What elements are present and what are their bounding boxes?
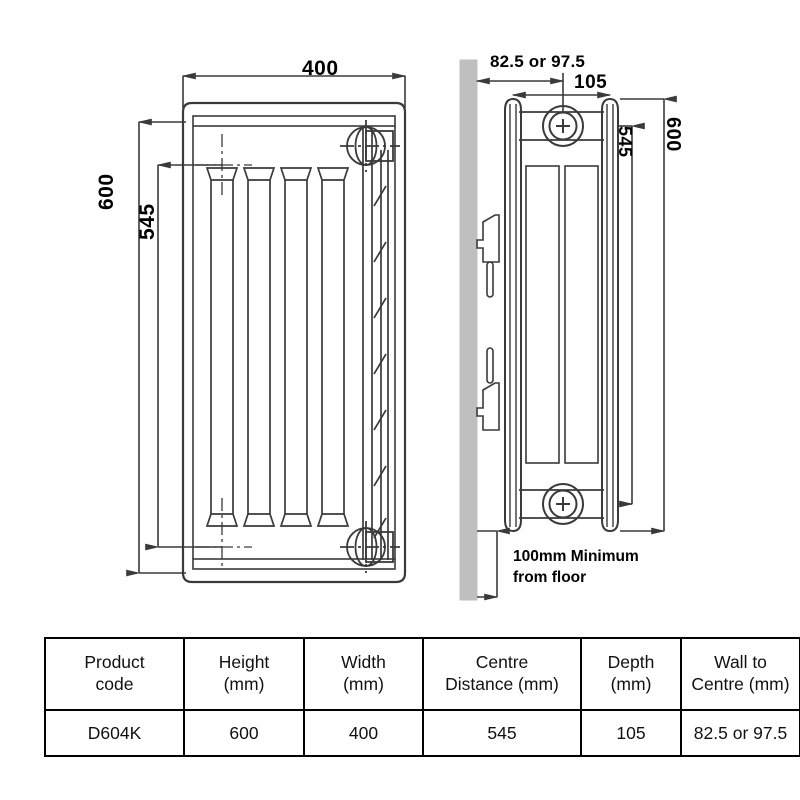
header-wall-to-centre-line2: Centre (mm)	[691, 674, 790, 694]
header-depth-line1: Depth	[607, 652, 655, 673]
cell-wall-to-centre: 82.5 or 97.5	[680, 709, 800, 757]
cell-product-code: D604K	[44, 709, 185, 757]
dim-height-600	[126, 118, 186, 577]
header-width-line1: Width	[341, 652, 386, 673]
side-view-group	[459, 59, 677, 601]
table-header-row: Product code Height (mm) Width (mm) Cent…	[44, 637, 800, 711]
header-centre-distance: Centre Distance (mm)	[422, 637, 582, 711]
dim-side-height-600	[620, 95, 677, 535]
header-height: Height (mm)	[183, 637, 305, 711]
dim-label-centres-545-front: 545	[136, 203, 159, 240]
dim-label-height-600-front: 600	[95, 173, 118, 210]
specification-table: Product code Height (mm) Width (mm) Cent…	[44, 637, 800, 757]
dim-floor-clearance	[477, 527, 510, 601]
header-width: Width (mm)	[303, 637, 424, 711]
floor-note-line-1: 100mm Minimum	[513, 548, 639, 565]
header-product-code: Product code	[44, 637, 185, 711]
front-top-valve	[340, 120, 400, 172]
header-height-line2: (mm)	[223, 674, 265, 694]
header-depth-line2: (mm)	[610, 674, 652, 694]
floor-note-line-2: from floor	[513, 568, 587, 586]
header-wall-to-centre: Wall to Centre (mm)	[680, 637, 800, 711]
front-view-group	[126, 72, 407, 584]
front-bottom-valve	[340, 521, 400, 573]
side-bottom-valve	[542, 483, 584, 525]
floor-clearance-note: 100mm Minimum from floor	[513, 547, 693, 589]
cell-width: 400	[303, 709, 424, 757]
header-height-line1: Height	[218, 652, 270, 673]
cell-depth: 105	[580, 709, 682, 757]
cell-centre-distance: 545	[422, 709, 582, 757]
header-width-line2: (mm)	[343, 674, 384, 694]
dim-label-height-600-side: 600	[662, 117, 684, 152]
dim-label-width-400: 400	[302, 57, 339, 80]
dim-label-wall-to-centre: 82.5 or 97.5	[490, 52, 586, 71]
cell-height: 600	[183, 709, 305, 757]
dim-label-centres-545-side: 545	[615, 126, 635, 158]
header-product-code-line2: code	[95, 674, 134, 694]
header-centre-distance-line2: Distance (mm)	[445, 674, 559, 694]
header-centre-distance-line1: Centre	[475, 652, 529, 673]
header-product-code-line1: Product	[84, 652, 145, 673]
dim-label-depth-105: 105	[574, 72, 608, 93]
header-wall-to-centre-line1: Wall to	[714, 652, 767, 673]
dim-centres-545	[145, 161, 222, 551]
header-depth: Depth (mm)	[580, 637, 682, 711]
table-row: D604K 600 400 545 105 82.5 or 97.5	[44, 709, 800, 757]
dim-width-400	[181, 72, 407, 108]
dim-side-centres-545	[618, 122, 645, 508]
